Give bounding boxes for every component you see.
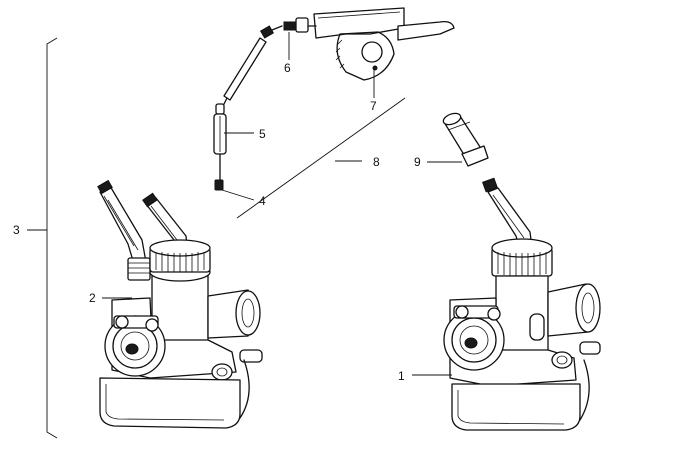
callout-7: 7 [370,99,377,113]
callout-4: 4 [259,194,266,208]
callout-9: 9 [414,155,421,169]
right-carburetor [443,177,601,431]
callout-5: 5 [259,127,266,141]
callout-2: 2 [89,291,96,305]
callout-8: 8 [373,155,380,169]
cable-5 [213,103,227,191]
callout-3: 3 [13,223,20,237]
leader-8 [236,97,406,219]
left-carburetor [97,179,263,429]
leader-lines [102,32,462,376]
callout-1: 1 [398,369,405,383]
callout-6: 6 [284,61,291,75]
rubber-cap-9 [442,112,489,167]
bracket-3 [27,37,58,439]
throttle-assembly [219,7,455,113]
